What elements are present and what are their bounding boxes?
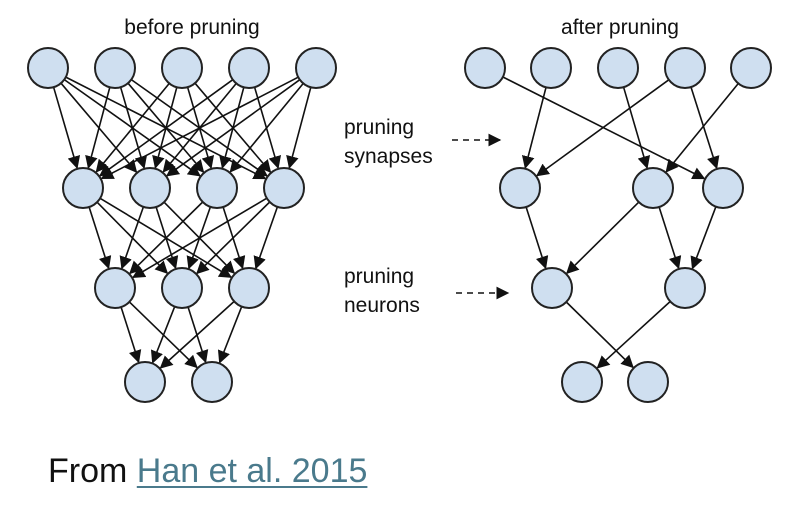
synapse-before bbox=[98, 79, 234, 177]
neuron-after bbox=[530, 47, 572, 89]
synapse-before bbox=[95, 82, 170, 173]
annotation-neurons-line2: neurons bbox=[344, 294, 420, 317]
neuron-before bbox=[161, 267, 203, 309]
neuron-after bbox=[664, 267, 706, 309]
caption-prefix: From bbox=[48, 452, 137, 490]
synapse-after bbox=[521, 87, 547, 169]
annotation-neurons-line1: pruning bbox=[344, 265, 414, 288]
neuron-before bbox=[228, 267, 270, 309]
after-pruning-title: after pruning bbox=[561, 16, 679, 39]
neuron-after bbox=[597, 47, 639, 89]
synapse-before bbox=[119, 206, 145, 270]
synapse-before bbox=[217, 306, 243, 364]
synapse-before bbox=[120, 306, 142, 364]
neuron-after bbox=[531, 267, 573, 309]
synapse-before bbox=[159, 300, 235, 369]
synapse-before bbox=[165, 79, 301, 177]
annotation-synapses-line2: synapses bbox=[344, 145, 433, 168]
neuron-before bbox=[94, 47, 136, 89]
synapse-after bbox=[565, 301, 634, 369]
synapse-after bbox=[596, 300, 671, 369]
synapse-before bbox=[196, 201, 271, 275]
neuron-before bbox=[191, 361, 233, 403]
after-network-neurons bbox=[464, 47, 772, 403]
synapse-after bbox=[622, 86, 651, 170]
pruning-diagram: before pruning after pruning pruning syn… bbox=[27, 16, 772, 403]
synapse-after bbox=[565, 201, 640, 275]
synapse-before bbox=[286, 87, 312, 169]
synapse-before bbox=[150, 306, 176, 364]
neuron-after bbox=[499, 167, 541, 209]
neuron-before bbox=[27, 47, 69, 89]
synapse-before bbox=[52, 86, 81, 170]
synapse-after bbox=[690, 86, 720, 170]
synapse-before bbox=[253, 206, 279, 270]
neuron-after bbox=[702, 167, 744, 209]
synapse-after bbox=[665, 82, 739, 173]
synapse-before bbox=[100, 76, 299, 180]
synapse-after bbox=[658, 206, 682, 270]
neuron-after bbox=[627, 361, 669, 403]
neuron-after bbox=[730, 47, 772, 89]
neuron-after bbox=[664, 47, 706, 89]
before-network-neurons bbox=[27, 47, 337, 403]
neuron-before bbox=[295, 47, 337, 89]
citation-link[interactable]: Han et al. 2015 bbox=[136, 452, 368, 490]
before-network-synapses bbox=[52, 76, 312, 369]
neuron-after bbox=[464, 47, 506, 89]
caption: From Han et al. 2015 bbox=[48, 452, 367, 491]
synapse-after bbox=[535, 79, 670, 177]
synapse-before bbox=[129, 201, 204, 275]
neuron-before bbox=[161, 47, 203, 89]
neuron-before bbox=[129, 167, 171, 209]
synapse-before bbox=[88, 206, 112, 270]
after-network-synapses bbox=[502, 76, 739, 369]
synapse-after bbox=[690, 206, 717, 270]
neuron-before bbox=[228, 47, 270, 89]
annotation-synapses-line1: pruning bbox=[344, 116, 414, 139]
synapse-before bbox=[85, 87, 111, 169]
before-pruning-title: before pruning bbox=[124, 16, 259, 39]
neuron-before bbox=[94, 267, 136, 309]
synapse-after bbox=[525, 206, 549, 270]
synapse-before bbox=[131, 197, 268, 278]
neuron-before bbox=[62, 167, 104, 209]
neuron-before bbox=[124, 361, 166, 403]
neuron-after bbox=[561, 361, 603, 403]
neuron-after bbox=[632, 167, 674, 209]
synapse-before bbox=[229, 82, 304, 173]
neuron-before bbox=[263, 167, 305, 209]
neuron-before bbox=[196, 167, 238, 209]
pruning-diagram-svg: before pruning after pruning pruning syn… bbox=[27, 16, 772, 403]
